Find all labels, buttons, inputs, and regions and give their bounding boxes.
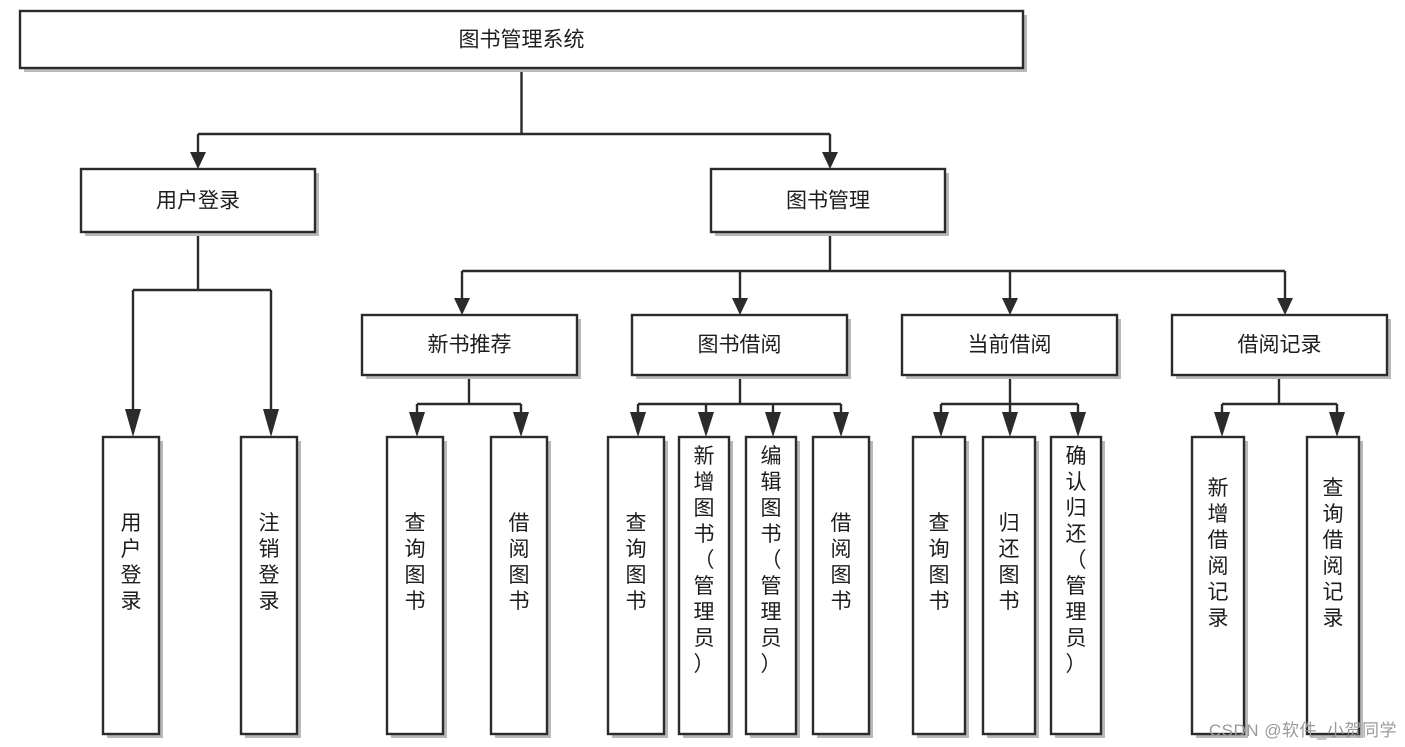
node-leaf-query-record-rect (1305, 435, 1361, 736)
node-book-borrow-label: 图书借阅 (698, 334, 782, 357)
node-leaf-add-record[interactable]: 新增借阅记录 (1190, 435, 1248, 738)
node-leaf-borrow-book-1-rect (489, 435, 549, 736)
node-leaf-query-book-1-label: 查询图书 (405, 512, 426, 613)
node-leaf-add-record-label: 新增借阅记录 (1208, 477, 1229, 630)
node-leaf-borrow-book-2[interactable]: 借阅图书 (811, 435, 873, 738)
node-root-label: 图书管理系统 (459, 29, 585, 52)
arrowhead-leaf-query-record (1329, 412, 1345, 437)
node-leaf-add-book-rect (677, 435, 731, 736)
arrowhead-leaf-add-book (698, 412, 714, 437)
node-book-manage-rect (709, 167, 947, 234)
arrowhead-book-manage (822, 152, 838, 169)
arrowhead-leaf-query-book-3 (933, 412, 949, 437)
arrowhead-leaf-borrow-book-2 (833, 412, 849, 437)
node-new-book-rec-rect (360, 313, 579, 377)
node-leaf-logout-label: 注销登录 (259, 512, 280, 613)
node-leaf-query-book-3-label: 查询图书 (929, 512, 950, 613)
node-leaf-query-book-1-rect (385, 435, 445, 736)
node-user-login[interactable]: 用户登录 (79, 167, 319, 236)
node-leaf-query-book-3[interactable]: 查询图书 (911, 435, 969, 738)
arrowhead-leaf-edit-book (765, 412, 781, 437)
arrowhead-user-login (190, 152, 206, 169)
node-leaf-query-book-2[interactable]: 查询图书 (606, 435, 668, 738)
node-leaf-borrow-book-1-label: 借阅图书 (509, 512, 530, 613)
node-leaf-query-book-1[interactable]: 查询图书 (385, 435, 447, 738)
node-user-login-label: 用户登录 (156, 190, 240, 213)
node-root[interactable]: 图书管理系统 (18, 9, 1027, 72)
node-current-borrow[interactable]: 当前借阅 (900, 313, 1121, 379)
node-leaf-query-book-2-label: 查询图书 (626, 512, 647, 613)
node-book-manage-label: 图书管理 (786, 190, 870, 213)
node-leaf-query-record[interactable]: 查询借阅记录 (1305, 435, 1363, 738)
node-leaf-confirm-return-rect (1049, 435, 1103, 736)
node-leaf-add-record-rect (1190, 435, 1246, 736)
node-leaf-query-book-3-rect (911, 435, 967, 736)
node-leaf-user-login-rect (101, 435, 161, 736)
arrowhead-borrow-record (1277, 298, 1293, 315)
node-book-borrow-rect (630, 313, 849, 377)
node-current-borrow-rect (900, 313, 1119, 377)
node-new-book-rec[interactable]: 新书推荐 (360, 313, 581, 379)
node-leaf-edit-book[interactable]: 编辑图书（管理员） (744, 435, 800, 738)
node-leaf-logout-rect (239, 435, 299, 736)
arrowhead-leaf-confirm-return (1070, 412, 1086, 437)
node-leaf-edit-book-rect (744, 435, 798, 736)
node-leaf-user-login[interactable]: 用户登录 (101, 435, 163, 738)
arrowhead-current-borrow (1002, 298, 1018, 315)
arrowhead-leaf-logout (263, 409, 279, 437)
node-leaf-confirm-return-label: 确认归还（管理员） (1066, 445, 1087, 676)
node-book-borrow[interactable]: 图书借阅 (630, 313, 851, 379)
node-leaf-borrow-book-2-rect (811, 435, 871, 736)
node-user-login-rect (79, 167, 317, 234)
node-leaf-return-book-label: 归还图书 (999, 512, 1020, 613)
arrowhead-leaf-user-login (125, 409, 141, 437)
node-leaf-add-book[interactable]: 新增图书（管理员） (677, 435, 733, 738)
node-borrow-record[interactable]: 借阅记录 (1170, 313, 1391, 379)
node-borrow-record-label: 借阅记录 (1238, 334, 1322, 357)
node-leaf-query-record-label: 查询借阅记录 (1323, 477, 1344, 630)
node-leaf-borrow-book-2-label: 借阅图书 (831, 512, 852, 613)
node-leaf-query-book-2-rect (606, 435, 666, 736)
node-new-book-rec-label: 新书推荐 (428, 334, 512, 357)
node-root-rect (18, 9, 1025, 70)
node-leaf-logout[interactable]: 注销登录 (239, 435, 301, 738)
node-current-borrow-label: 当前借阅 (968, 334, 1052, 357)
node-borrow-record-rect (1170, 313, 1389, 377)
arrowhead-leaf-borrow-book-1 (513, 412, 529, 437)
node-leaf-borrow-book-1[interactable]: 借阅图书 (489, 435, 551, 738)
arrowhead-leaf-return-book (1002, 412, 1018, 437)
node-book-manage[interactable]: 图书管理 (709, 167, 949, 236)
arrowhead-leaf-add-record (1214, 412, 1230, 437)
node-leaf-return-book-rect (981, 435, 1037, 736)
node-leaf-user-login-label: 用户登录 (121, 512, 142, 613)
arrowhead-leaf-query-book-1 (409, 412, 425, 437)
arrowhead-book-borrow (732, 298, 748, 315)
connector-layer (125, 68, 1345, 437)
node-leaf-return-book[interactable]: 归还图书 (981, 435, 1039, 738)
arrowhead-leaf-query-book-2 (630, 412, 646, 437)
node-leaf-confirm-return[interactable]: 确认归还（管理员） (1049, 435, 1105, 738)
arrowhead-new-book-rec (454, 298, 470, 315)
node-leaf-edit-book-label: 编辑图书（管理员） (761, 445, 782, 676)
node-leaf-add-book-label: 新增图书（管理员） (694, 445, 715, 676)
